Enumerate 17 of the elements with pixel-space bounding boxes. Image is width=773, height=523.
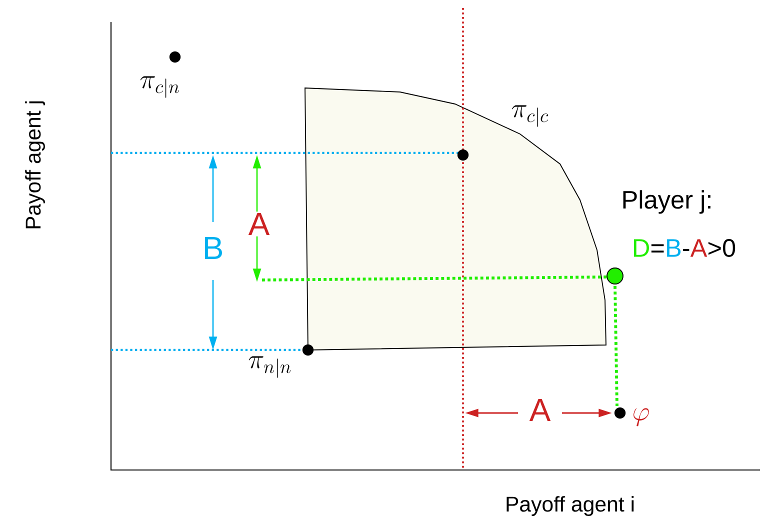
- axis-label: Payoff agent i: [506, 496, 634, 516]
- bracket-label: A: [528, 398, 552, 422]
- bracket-label: A: [247, 212, 271, 236]
- label: A: [690, 239, 708, 257]
- label: =: [651, 244, 664, 252]
- point-label: $\pi_{c|c}$: [512, 105, 548, 127]
- axis-label: Payoff agent j: [25, 101, 45, 228]
- label: B: [667, 239, 681, 257]
- bracket-label: B: [201, 236, 226, 260]
- annotation-text: Player j:: [623, 190, 710, 214]
- label: >0: [708, 239, 736, 257]
- label: -: [683, 248, 690, 251]
- point-label: $\pi_{n|n}$: [248, 356, 291, 378]
- point-label: $\pi_{c|n}$: [140, 76, 180, 98]
- label: D: [634, 239, 649, 257]
- point-label: $\varphi$: [634, 408, 649, 426]
- annotation-text: D=B-A>0: [634, 239, 736, 257]
